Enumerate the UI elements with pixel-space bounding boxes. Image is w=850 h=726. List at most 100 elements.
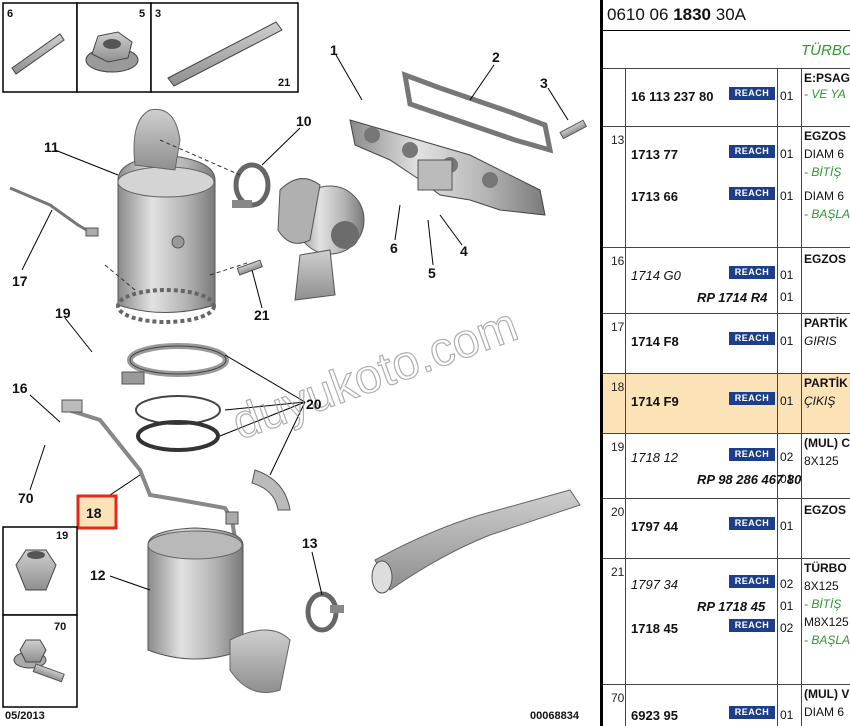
quantity: 01 <box>780 268 794 282</box>
group-title: TÜRBO <box>603 31 850 69</box>
part-reference[interactable]: RP 1718 45 <box>697 599 766 614</box>
inset-label-3: 3 <box>155 8 161 20</box>
description-cell: EGZOS <box>801 499 850 559</box>
part-reference[interactable]: 1714 G0 <box>631 268 681 283</box>
reach-badge: REACH <box>729 706 775 719</box>
quantity-cell: 02 01 <box>777 434 802 499</box>
description-line: EGZOS <box>804 252 847 266</box>
description-line: DIAM 6 <box>804 147 845 161</box>
description-line: 8X125 <box>804 454 839 468</box>
inset-label-5: 5 <box>139 8 145 20</box>
row-index-cell: 16 <box>603 248 626 314</box>
description-line: 8X125 <box>804 579 839 593</box>
part-reference[interactable]: 6923 95 <box>631 708 678 723</box>
quantity: 01 <box>780 394 794 408</box>
part-label-18-highlight[interactable] <box>76 494 118 530</box>
part-reference[interactable]: 1797 34 <box>631 577 678 592</box>
description-line: - BİTİŞ <box>804 597 842 611</box>
part-label-10: 10 <box>296 113 312 129</box>
turbocharger <box>277 178 365 301</box>
part-reference[interactable]: 16 113 237 80 <box>631 89 714 104</box>
reach-badge: REACH <box>729 448 775 461</box>
reference-cell: 1714 F8 REACH <box>625 314 778 374</box>
part-label-12: 12 <box>90 567 106 583</box>
row-index-cell: 18 <box>603 374 626 434</box>
quantity: 01 <box>780 519 794 533</box>
part-label-13: 13 <box>302 535 318 551</box>
catalytic-converter-12 <box>147 527 291 693</box>
quantity: 01 <box>780 334 794 348</box>
reach-badge: REACH <box>729 517 775 530</box>
reference-cell: 1714 G0 REACH RP 1714 R4 <box>625 248 778 314</box>
description-line: - VE YA <box>804 87 846 101</box>
reach-badge: REACH <box>729 266 775 279</box>
quantity-cell: 01 <box>777 685 802 726</box>
description-line: - BAŞLA <box>804 633 850 647</box>
quantity: 02 <box>780 577 794 591</box>
row-index-cell: 13 <box>603 127 626 248</box>
description-line: DIAM 6 <box>804 705 845 719</box>
part-label-2: 2 <box>492 49 500 65</box>
exhaust-pipe <box>371 489 581 594</box>
part-label-19: 19 <box>55 305 71 321</box>
row-index: 70 <box>611 691 625 705</box>
quantity: 01 <box>780 189 794 203</box>
part-label-21: 21 <box>254 307 270 323</box>
part-reference[interactable]: 1713 77 <box>631 147 678 162</box>
inset-label-21: 21 <box>278 77 290 89</box>
description-line: PARTİK <box>804 316 848 330</box>
bolt-70-icon <box>13 639 65 683</box>
reach-badge: REACH <box>729 332 775 345</box>
inset-label-6: 6 <box>7 8 13 20</box>
part-reference[interactable]: RP 98 286 467 80 <box>697 472 802 487</box>
description-line: (MUL) V <box>804 687 850 701</box>
reach-badge: REACH <box>729 87 775 100</box>
table-row[interactable]: 20 1797 44 REACH 01 EGZOS <box>603 498 850 559</box>
part-reference[interactable]: 1718 45 <box>631 621 678 636</box>
part-reference[interactable]: 1714 F8 <box>631 334 679 349</box>
part-reference[interactable]: 1797 44 <box>631 519 678 534</box>
sheet-code-bold: 1830 <box>673 5 712 24</box>
part-label-1: 1 <box>330 42 338 58</box>
exhaust-manifold-1 <box>349 119 546 216</box>
quantity: 01 <box>780 599 794 613</box>
reference-cell: 1797 44 REACH <box>625 499 778 559</box>
quantity: 01 <box>780 472 794 486</box>
part-reference[interactable]: 1714 F9 <box>631 394 679 409</box>
row-index-cell <box>603 69 626 127</box>
row-index-cell: 19 <box>603 434 626 499</box>
part-label-17: 17 <box>12 273 28 289</box>
row-index: 16 <box>611 254 625 268</box>
description-line: TÜRBO <box>804 561 847 575</box>
row-index-cell: 70 <box>603 685 626 726</box>
stud-3-icon <box>167 21 283 87</box>
description-line: DIAM 6 <box>804 189 845 203</box>
description-line: - BİTİŞ <box>804 165 842 179</box>
quantity-cell: 01 01 <box>777 248 802 314</box>
part-label-3: 3 <box>540 75 548 91</box>
part-reference[interactable]: 1718 12 <box>631 450 678 465</box>
part-reference[interactable]: RP 1714 R4 <box>697 290 768 305</box>
quantity-cell: 01 <box>777 69 802 127</box>
quantity: 01 <box>780 147 794 161</box>
inset-boxes-top <box>2 2 299 93</box>
row-index: 21 <box>611 565 625 579</box>
table-row[interactable]: 16 1714 G0 REACH RP 1714 R4 01 01 EGZOS <box>603 247 850 314</box>
footer-code: 00068834 <box>530 710 580 722</box>
part-label-6: 6 <box>390 240 398 256</box>
description-cell: (MUL) V DIAM 6 <box>801 685 850 726</box>
row-index: 20 <box>611 505 625 519</box>
clamp-rings-20 <box>121 343 229 452</box>
quantity: 01 <box>780 290 794 304</box>
part-reference[interactable]: 1713 66 <box>631 189 678 204</box>
quantity: 02 <box>780 450 794 464</box>
